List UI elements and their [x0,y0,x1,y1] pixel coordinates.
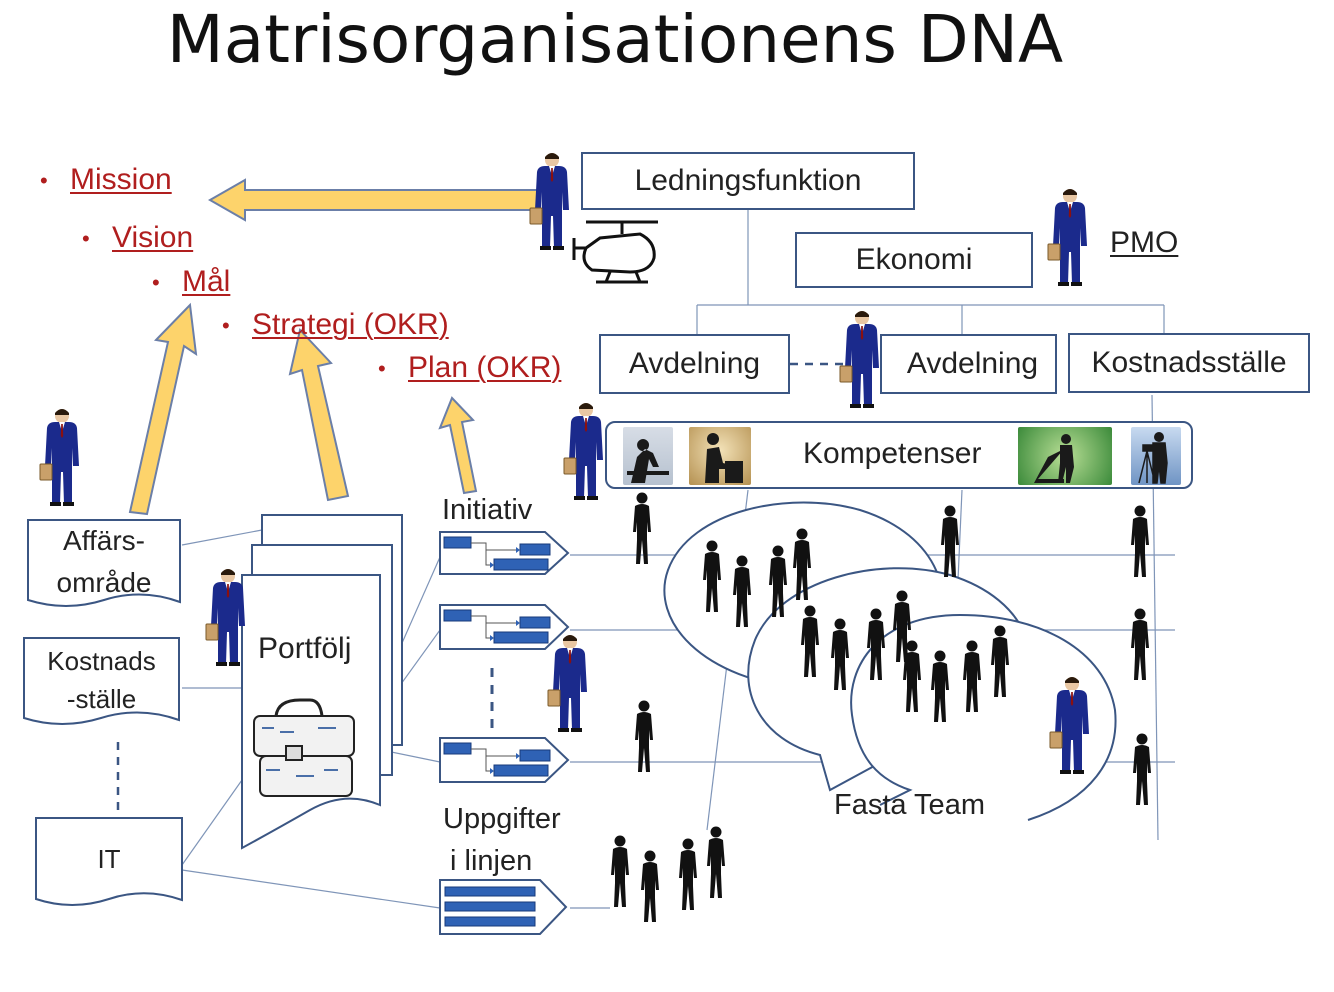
briefcase-icon [253,698,355,797]
goal-mission[interactable]: • Mission [40,162,172,199]
goal-mal-label: Mål [182,265,231,298]
box-kostnadsstalle: Kostnadsställe [1068,333,1310,393]
task-bars [444,886,536,927]
bullet-icon: • [222,313,230,339]
doc-it [35,817,183,906]
box-ledningsfunktion: Ledningsfunktion [581,152,915,210]
kostnad-line-1: Kostnads [47,646,156,676]
bullet-icon: • [40,168,48,194]
doc-kostnadsstalle [23,637,180,725]
photographer-photo-icon [1131,427,1181,485]
arrow-to-strategi [288,327,350,502]
kostnadsstalle-doc-label: Kostnads -ställe [24,642,179,718]
uppgifter-label-line-1: Uppgifter [443,803,561,835]
kostnad-line-2: -ställe [66,684,137,714]
arrow-to-plan [438,396,478,495]
portfolio-stack [241,514,403,850]
box-ekonomi: Ekonomi [795,232,1033,288]
bullet-icon: • [152,270,160,296]
affarsomrade-label: Affärs- område [28,520,180,604]
it-label: IT [97,844,121,874]
goal-plan[interactable]: • Plan (OKR) [378,350,561,387]
bullet-icon: • [82,226,90,252]
box-avdelning-1: Avdelning [599,334,790,394]
pmo-link[interactable]: PMO [1110,226,1179,259]
uppgifter-label-line-2: i linjen [450,845,533,877]
worker-photo-icon [623,427,673,485]
goal-vision[interactable]: • Vision [82,220,193,257]
cleaner-photo-icon [1018,427,1112,485]
goal-vision-label: Vision [112,221,194,254]
box-avdelning-2: Avdelning [880,334,1057,394]
affarsomrade-line-2: område [56,567,152,598]
doc-affarsomrade [27,519,181,607]
helicopter-icon [572,220,658,284]
goal-mission-label: Mission [70,163,172,196]
craftsman-photo-icon [689,427,751,485]
goal-plan-label: Plan (OKR) [408,351,562,384]
portfolio-label: Portfölj [258,632,352,665]
kompetenser-label: Kompetenser [803,437,982,470]
initiativ-label: Initiativ [442,494,533,526]
arrow-to-mal [128,302,198,516]
affarsomrade-line-1: Affärs- [63,525,145,556]
goal-mal[interactable]: • Mål [152,264,230,301]
bullet-icon: • [378,356,386,382]
fasta-team-label: Fasta Team [834,789,985,821]
kompetenser-bar: Kompetenser [605,421,1193,489]
arrow-to-mission [207,178,541,222]
goal-strategi[interactable]: • Strategi (OKR) [222,307,449,344]
page-title: Matrisorganisationens DNA [166,1,1064,78]
goal-strategi-label: Strategi (OKR) [252,308,449,341]
